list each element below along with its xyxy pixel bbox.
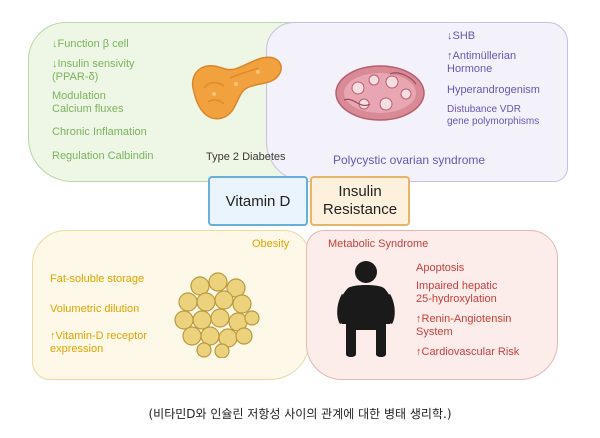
- diabetes-item-3: (PPAR-δ): [52, 71, 99, 83]
- pcos-item-6: gene polymorphisms: [447, 116, 540, 127]
- metabolic-item-3: 25-hydroxylation: [416, 293, 497, 305]
- diabetes-item-1: ↓Function β cell: [52, 38, 129, 50]
- diabetes-item-6: Chronic Inflamation: [52, 126, 147, 138]
- pcos-item-2: ↑Antimüllerian: [447, 50, 517, 62]
- metabolic-item-5: System: [416, 326, 453, 338]
- pcos-title: Polycystic ovarian syndrome: [333, 153, 486, 167]
- diabetes-item-4: Modulation: [52, 90, 106, 102]
- obesity-panel: [32, 230, 310, 380]
- figure-caption: (비타민D와 인슐린 저항성 사이의 관계에 대한 병태 생리학.): [148, 407, 452, 421]
- vitamin-d-box: Vitamin D: [208, 176, 308, 226]
- obesity-item-2: Volumetric dilution: [50, 303, 140, 315]
- person-silhouette-icon: [337, 261, 395, 357]
- metabolic-item-2: Impaired hepatic: [416, 280, 498, 292]
- pcos-item-5: Distubance VDR: [447, 104, 521, 115]
- diabetes-item-5: Calcium fluxes: [52, 103, 124, 115]
- pcos-item-1: ↓SHB: [447, 30, 476, 42]
- obesity-item-1: Fat-soluble storage: [50, 273, 145, 285]
- insulin-resistance-box: Insulin Resistance: [310, 176, 410, 226]
- pcos-item-3: Hormone: [447, 63, 493, 75]
- metabolic-title: Metabolic Syndrome: [328, 238, 429, 250]
- obesity-item-3: ↑Vitamin-D receptor: [50, 330, 147, 342]
- ovary-illustration: [335, 65, 425, 121]
- diabetes-title: Type 2 Diabetes: [206, 151, 286, 163]
- diabetes-item-2: ↓Insulin sensivity: [52, 58, 135, 70]
- metabolic-item-6: ↑Cardiovascular Risk: [416, 346, 520, 358]
- pancreas-illustration: [191, 56, 282, 120]
- pcos-item-4: Hyperandrogenism: [447, 84, 540, 96]
- obesity-item-4: expression: [50, 343, 104, 355]
- metabolic-item-4: ↑Renin-Angiotensin: [416, 313, 512, 325]
- obesity-title: Obesity: [252, 238, 290, 250]
- adipocytes-illustration: [174, 272, 260, 358]
- metabolic-item-1: Apoptosis: [416, 262, 465, 274]
- diabetes-item-7: Regulation Calbindin: [52, 150, 154, 162]
